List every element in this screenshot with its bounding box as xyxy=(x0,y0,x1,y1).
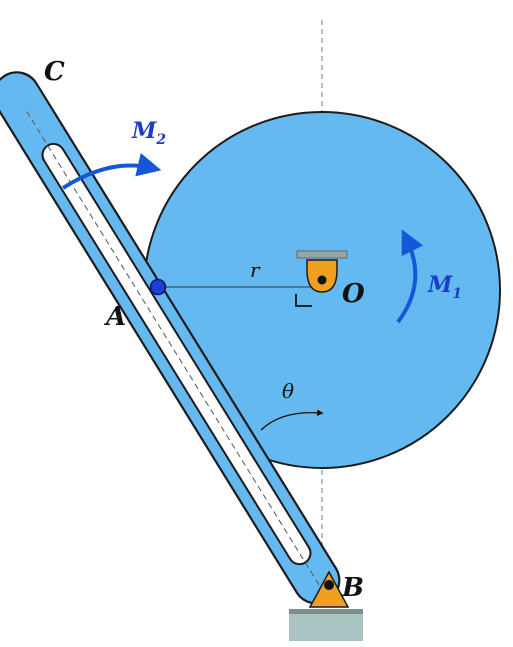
pin-support-icon xyxy=(296,250,348,293)
label-M1: M1 xyxy=(427,272,462,302)
label-r: r xyxy=(250,258,261,282)
label-theta: θ xyxy=(282,379,294,403)
pin-A xyxy=(149,278,167,296)
curved-arrow-icon-M2 xyxy=(61,152,162,190)
label-A: A xyxy=(103,302,126,332)
slotted-bar xyxy=(0,71,341,605)
label-B: B xyxy=(341,573,364,603)
theta-arc xyxy=(260,409,324,431)
label-M2: M2 xyxy=(131,118,166,148)
label-O: O xyxy=(342,279,365,309)
label-C: C xyxy=(44,57,65,87)
bar-centerline xyxy=(26,111,322,589)
pin-support-icon-B xyxy=(289,570,363,641)
right-angle-icon xyxy=(295,294,312,307)
curved-arrow-icon-M1 xyxy=(396,229,424,324)
